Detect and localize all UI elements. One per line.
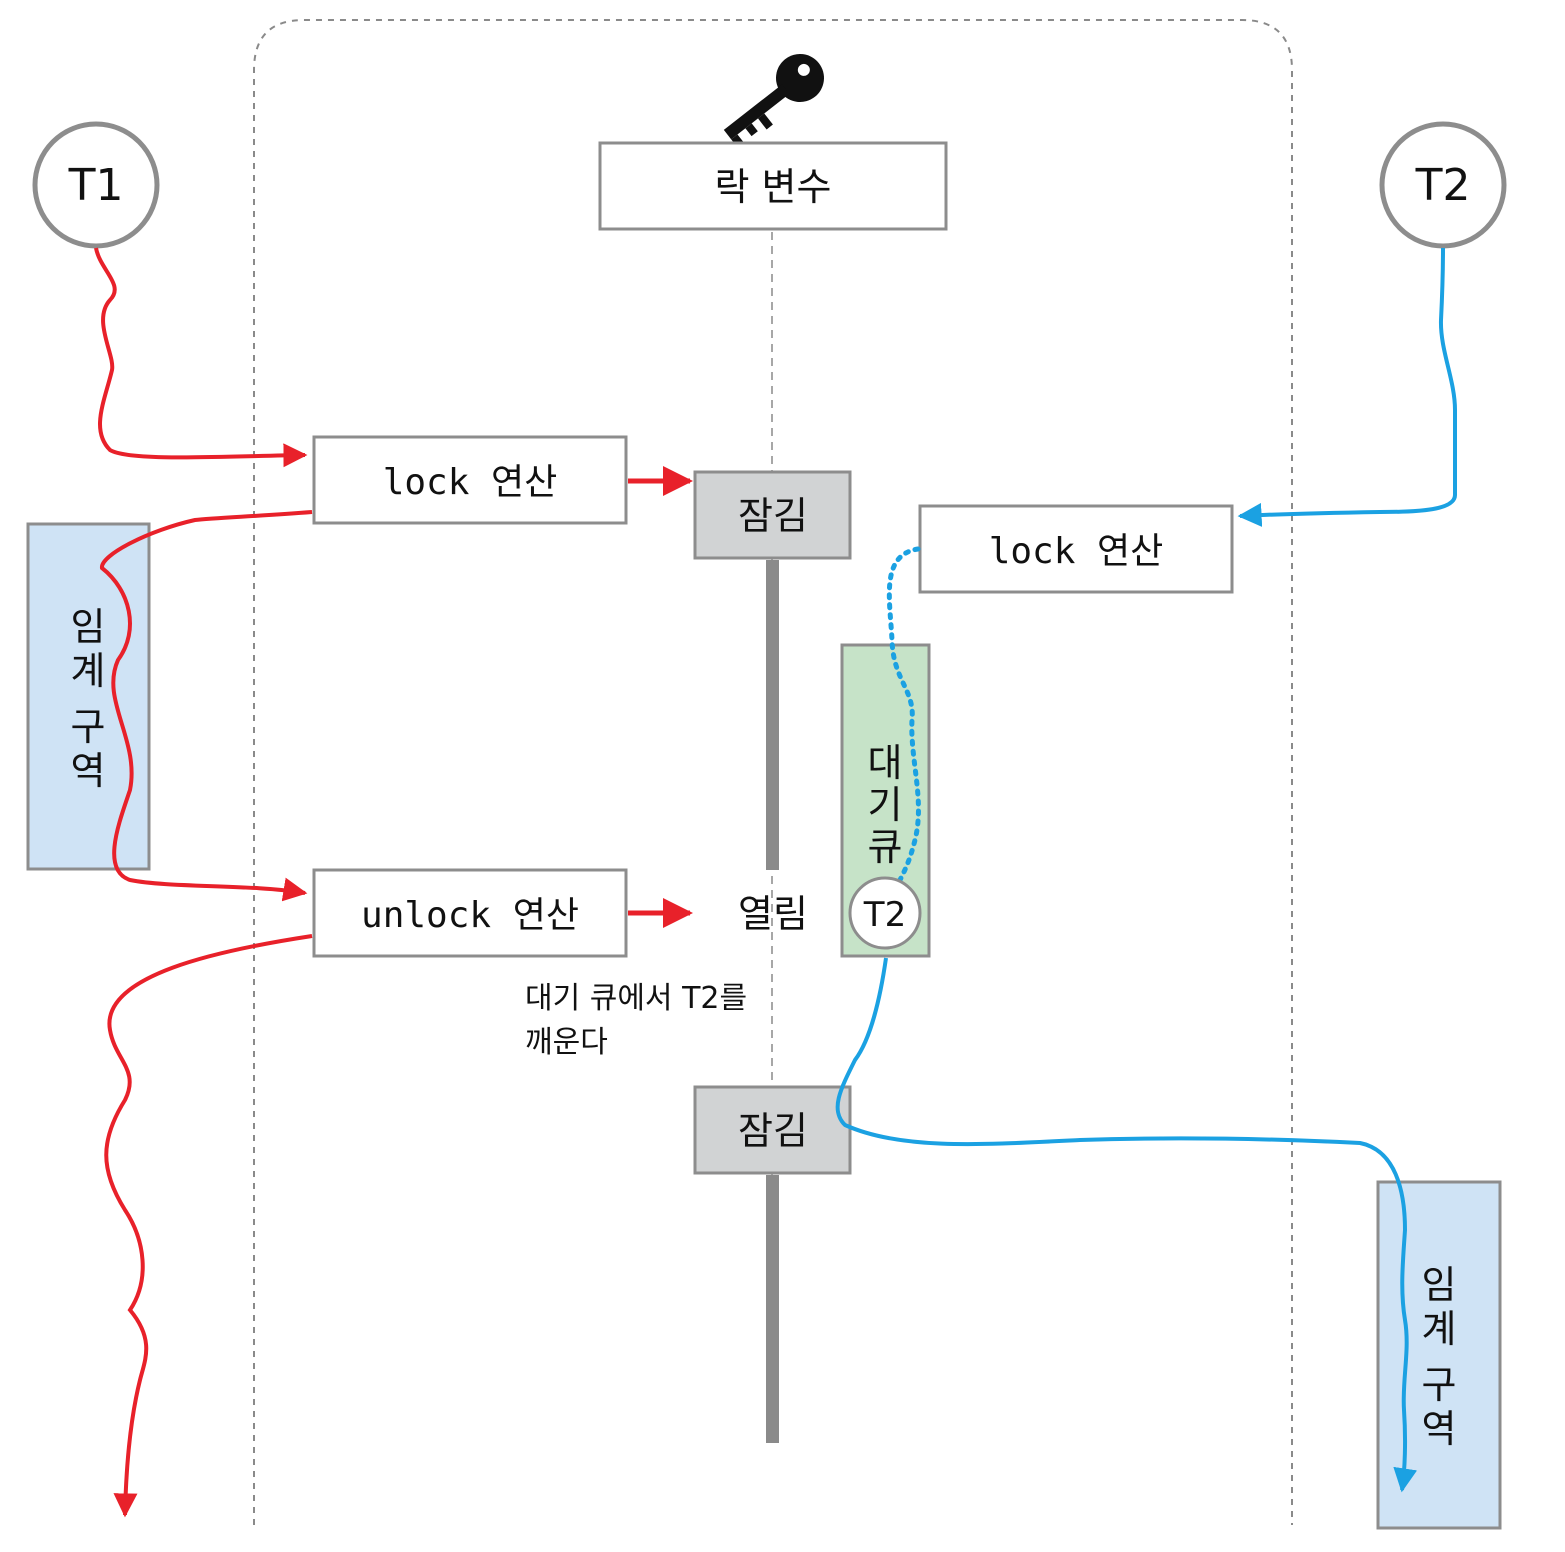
thread-t2-circle: [1379, 121, 1507, 249]
critical-section-left-label: 임 계 구 역: [71, 605, 106, 793]
svg-text:계: 계: [1422, 1307, 1457, 1351]
critical-section-right: [1376, 1180, 1502, 1530]
svg-text:역: 역: [1422, 1407, 1457, 1451]
t1-unlock-operation-label: unlock 연산: [361, 895, 579, 936]
thread-t1-label: T1: [68, 160, 124, 211]
lock-hold-bar-2: [766, 1175, 779, 1443]
t2-lock-operation-label: lock 연산: [989, 531, 1164, 572]
wait-queue-label: 대 기 큐: [868, 741, 903, 869]
svg-text:임: 임: [71, 605, 106, 649]
lock-variable-label: 락 변수: [715, 165, 832, 209]
state-locked-1-label: 잠김: [738, 494, 808, 538]
state-locked-2-label: 잠김: [738, 1109, 808, 1153]
svg-text:기: 기: [868, 783, 903, 827]
svg-text:임: 임: [1422, 1263, 1457, 1307]
thread-t1-circle: [32, 121, 160, 249]
t2-lock-operation-box: [918, 504, 1234, 594]
key-icon: [723, 54, 824, 149]
t1-unlock-operation-box: [312, 868, 628, 958]
wake-note: 대기 큐에서 T2를 깨운다: [525, 981, 747, 1060]
svg-text:구: 구: [71, 705, 106, 749]
svg-text:큐: 큐: [868, 825, 903, 869]
svg-text:대기 큐에서 T2를: 대기 큐에서 T2를: [525, 981, 747, 1016]
state-locked-2: [693, 1085, 852, 1175]
svg-text:구: 구: [1422, 1363, 1457, 1407]
t1-path-exit: [104, 934, 313, 1518]
t2-wait-path: [886, 546, 921, 883]
svg-text:역: 역: [71, 749, 106, 793]
lock-variable-box: [598, 141, 948, 231]
thread-t2-label: T2: [1415, 160, 1471, 211]
state-open-label: 열림: [738, 892, 808, 936]
t2-path-to-lock: [1237, 247, 1457, 527]
t1-path-to-lock: [94, 247, 308, 468]
svg-text:계: 계: [71, 649, 106, 693]
lock-hold-bar-1: [766, 560, 779, 870]
queued-t2-label: T2: [863, 895, 906, 935]
t1-lock-operation-label: lock 연산: [383, 462, 558, 503]
state-locked-1: [693, 470, 852, 560]
t1-path-critical-section: [100, 510, 313, 902]
queued-t2-circle: [848, 876, 922, 950]
svg-text:깨운다: 깨운다: [525, 1025, 608, 1060]
lock-region-boundary: [253, 19, 1293, 1525]
t1-lock-operation-box: [312, 435, 628, 525]
critical-section-right-label: 임 계 구 역: [1422, 1263, 1457, 1451]
t2-path-to-critical-section: [835, 957, 1418, 1493]
svg-text:대: 대: [868, 741, 903, 785]
critical-section-left: [26, 522, 151, 871]
